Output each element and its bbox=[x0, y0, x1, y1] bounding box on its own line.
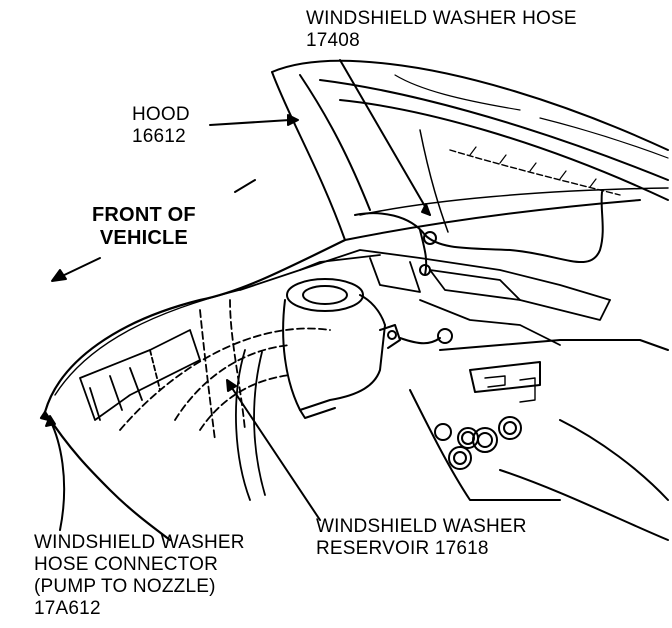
hose-connector-label: WINDSHIELD WASHER HOSE CONNECTOR (PUMP T… bbox=[34, 532, 245, 620]
leader-lines bbox=[45, 59, 431, 531]
headlamp-housing bbox=[79, 329, 201, 421]
hood-panel bbox=[271, 59, 669, 241]
reservoir-line2: RESERVOIR 17618 bbox=[316, 538, 489, 559]
hood-label-number: 16612 bbox=[132, 126, 186, 147]
engine-block bbox=[409, 339, 669, 541]
hose-connector-line2: HOSE CONNECTOR bbox=[34, 554, 219, 575]
hose-connector-line3: (PUMP TO NOZZLE) bbox=[34, 576, 216, 597]
hood-label-name: HOOD bbox=[132, 104, 190, 125]
hose-connector-line1: WINDSHIELD WASHER bbox=[34, 532, 245, 553]
washer-hose-label-name: WINDSHIELD WASHER HOSE bbox=[306, 8, 577, 29]
hose-connector-line4: 17A612 bbox=[34, 598, 101, 619]
washer-hose-label: WINDSHIELD WASHER HOSE 17408 bbox=[306, 8, 577, 52]
washer-reservoir bbox=[282, 278, 453, 419]
front-direction-arrow bbox=[51, 179, 256, 282]
wheel-well bbox=[119, 299, 331, 501]
washer-hose-path bbox=[354, 191, 604, 276]
washer-hose-label-number: 17408 bbox=[306, 30, 360, 51]
front-of-vehicle-line1: FRONT OF bbox=[92, 204, 196, 226]
hood-label: HOOD 16612 bbox=[132, 104, 190, 148]
reservoir-line1: WINDSHIELD WASHER bbox=[316, 516, 527, 537]
fender bbox=[39, 238, 347, 542]
front-of-vehicle-label: FRONT OF VEHICLE bbox=[92, 204, 196, 250]
radiator-support bbox=[239, 249, 611, 346]
front-of-vehicle-line2: VEHICLE bbox=[99, 227, 188, 249]
reservoir-label: WINDSHIELD WASHER RESERVOIR 17618 bbox=[316, 516, 527, 560]
